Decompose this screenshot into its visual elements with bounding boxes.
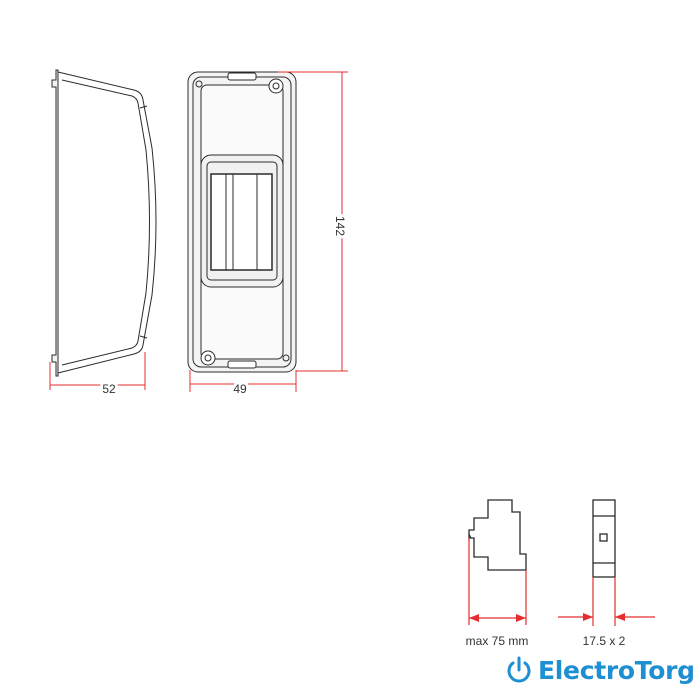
module-width-label: 17.5 x 2 (583, 634, 626, 648)
electrotorg-logo: ElectroTorg (505, 653, 695, 687)
module-front-view (592, 499, 616, 578)
side-view (51, 69, 157, 377)
front-width-label: 49 (233, 382, 247, 396)
module-side-view (468, 499, 527, 571)
dimension-front-height (278, 71, 348, 372)
module-depth-label: max 75 mm (466, 634, 529, 648)
front-height-label: 142 (333, 216, 347, 236)
logo-text: ElectroTorg (538, 655, 695, 685)
front-view (187, 71, 297, 373)
dimension-front-width (189, 370, 297, 392)
dimension-module-width (558, 577, 655, 626)
dimension-side-depth (49, 352, 146, 390)
dimension-module-depth (468, 538, 527, 625)
power-icon (507, 656, 531, 683)
side-depth-label: 52 (102, 382, 116, 396)
